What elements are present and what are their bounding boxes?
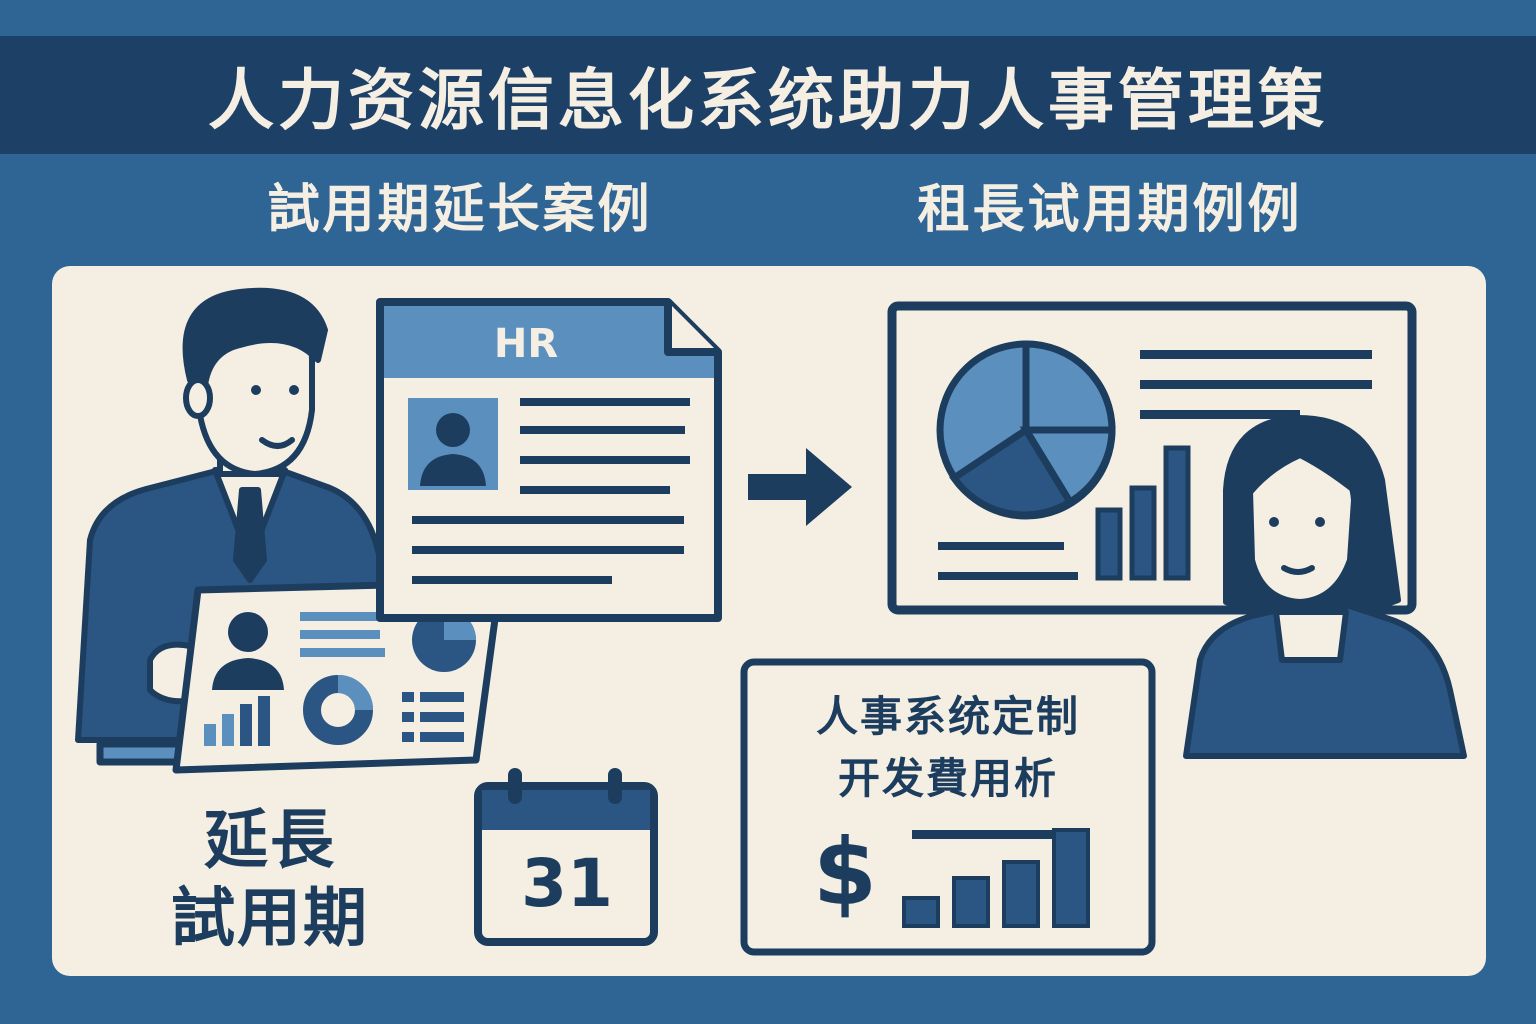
laptop-dashboard-icon — [96, 578, 504, 774]
pie-chart-icon — [936, 340, 1116, 520]
arrow-right-icon — [748, 448, 852, 526]
subtitle-left: 試用期延长案例 — [267, 180, 653, 240]
calendar-icon — [474, 768, 658, 946]
cost-box-line2: 开发費用析 — [837, 754, 1058, 803]
bar-chart-icon — [1095, 445, 1191, 581]
hr-document-label: HR — [493, 321, 559, 367]
calendar-day: 31 — [521, 845, 613, 922]
page-title: 人力资源信息化系统助力人事管理策 — [208, 62, 1328, 139]
cost-box-line1: 人事系统定制 — [815, 692, 1080, 741]
dollar-icon: $ — [812, 819, 877, 926]
title-bar: 人力资源信息化系统助力人事管理策 — [0, 36, 1536, 154]
cost-box-title: 人事系统定制 开发費用析 — [746, 686, 1150, 810]
extend-label-line1: 延長 — [204, 804, 336, 878]
extend-label-line2: 試用期 — [171, 882, 369, 956]
subtitle-right: 租長试用期例例 — [917, 180, 1303, 240]
hr-document-icon — [376, 298, 722, 622]
businesswoman-icon — [1183, 415, 1467, 759]
extend-probation-label: 延長 試用期 — [150, 802, 390, 958]
cost-box — [740, 658, 1156, 956]
